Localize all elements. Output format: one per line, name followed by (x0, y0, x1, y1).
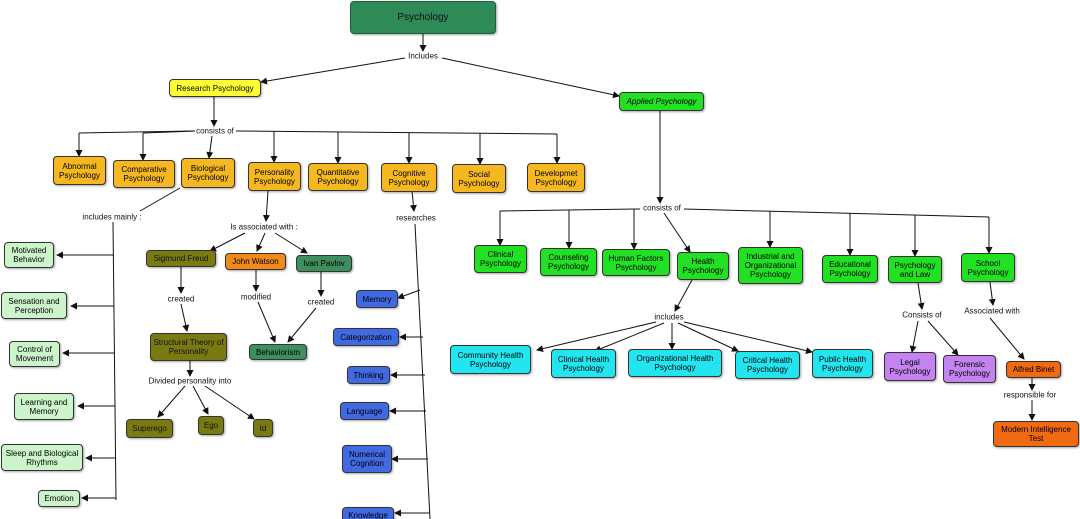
node-emotion[interactable]: Emotion (38, 490, 80, 507)
node-comparative-psychology[interactable]: Comparative Psychology (113, 160, 175, 188)
node-clinical-psychology[interactable]: Clinical Psychology (474, 245, 527, 273)
node-modern-intelligence-test[interactable]: Modern Intelligence Test (993, 421, 1079, 447)
node-applied-psychology[interactable]: Applied Psychology (619, 92, 704, 111)
node-human-factors-psychology[interactable]: Human Factors Psychology (602, 249, 670, 276)
node-memory[interactable]: Memory (356, 290, 398, 308)
node-developmet-psychology[interactable]: Developmet Psychology (527, 163, 585, 192)
node-biological-psychology[interactable]: Biological Psychology (181, 158, 235, 188)
link-label-includes: Includes (407, 51, 439, 61)
link-label-consists-of-applied: consists of (642, 203, 682, 213)
link-label-includes-health: includes (653, 312, 685, 322)
node-psychology[interactable]: Psychology (350, 1, 496, 34)
node-learning-memory[interactable]: Learning and Memory (14, 393, 74, 420)
node-forensic-psychology[interactable]: Forensic Psychology (943, 355, 996, 383)
node-clinical-health[interactable]: Clinical Health Psychology (551, 349, 616, 378)
link-label-created-pavlov: created (306, 297, 336, 307)
node-school-psychology[interactable]: School Psychology (961, 253, 1015, 282)
node-community-health[interactable]: Community Health Psychology (450, 345, 531, 374)
node-john-watson[interactable]: John Watson (225, 253, 286, 270)
node-categorization[interactable]: Categorization (333, 328, 399, 346)
node-quantitative-psychology[interactable]: Quantitative Psychology (308, 163, 368, 191)
link-label-includes-mainly: includes mainly : (81, 212, 143, 222)
node-critical-health[interactable]: Critical Health Psychology (735, 351, 800, 379)
node-ego[interactable]: Ego (198, 416, 224, 435)
link-label-created-freud: created (166, 294, 196, 304)
node-alfred-binet[interactable]: Alfred Binet (1006, 361, 1061, 378)
link-label-consists-of-research: consists of (195, 126, 235, 136)
node-legal-psychology[interactable]: Legal Psychology (884, 352, 936, 381)
node-personality-psychology[interactable]: Personality Psychology (248, 162, 301, 191)
link-label-associated-with: Is associated with : (229, 222, 299, 232)
node-abnormal-psychology[interactable]: Abnormal Psychology (53, 156, 106, 185)
node-sleep-rhythms[interactable]: Sleep and Biological Rhythms (1, 444, 83, 471)
link-label-researches: researches (395, 213, 437, 223)
node-cognitive-psychology[interactable]: Cognitive Psychology (381, 163, 437, 192)
link-label-associated-school: Associated with (963, 306, 1021, 316)
link-label-consists-of-law: Consists of (901, 310, 943, 320)
node-psychology-and-law[interactable]: Psychology and Law (888, 256, 942, 283)
node-industrial-psychology[interactable]: Industrial and Organizational Psychology (738, 247, 803, 284)
node-organizational-health[interactable]: Organizational Health Psychology (628, 349, 722, 377)
node-knowledge[interactable]: Knowledge (342, 507, 394, 519)
link-label-divided: Divided personality into (147, 376, 233, 386)
node-educational-psychology[interactable]: Educational Psychology (822, 255, 878, 283)
node-health-psychology[interactable]: Health Psychology (677, 252, 729, 280)
node-id[interactable]: Id (253, 419, 273, 437)
node-numerical-cognition[interactable]: Numerical Cognition (342, 445, 392, 473)
node-counseling-psychology[interactable]: Counseling Psychology (540, 248, 597, 276)
node-social-psychology[interactable]: Social Psychology (452, 164, 506, 193)
node-ivan-pavlov[interactable]: Ivan Pavlov (296, 255, 352, 272)
node-control-of-movement[interactable]: Control of Movement (9, 341, 60, 367)
node-research-psychology[interactable]: Research Psychology (169, 79, 261, 97)
link-label-responsible-for: responsible for (1002, 390, 1058, 400)
node-sigmund-freud[interactable]: Sigmund Freud (146, 250, 216, 267)
node-structural-theory[interactable]: Structural Theory of Personality (150, 333, 227, 361)
link-label-modified: modified (239, 292, 273, 302)
node-public-health[interactable]: Public Health Psychology (812, 349, 873, 378)
node-superego[interactable]: Superego (126, 419, 173, 438)
node-language[interactable]: Language (340, 402, 389, 420)
node-behaviorism[interactable]: Behaviorism (249, 344, 307, 360)
node-motivated-behavior[interactable]: Motivated Behavior (4, 242, 54, 268)
node-sensation-perception[interactable]: Sensation and Perception (1, 292, 67, 319)
node-thinking[interactable]: Thinking (347, 366, 390, 384)
